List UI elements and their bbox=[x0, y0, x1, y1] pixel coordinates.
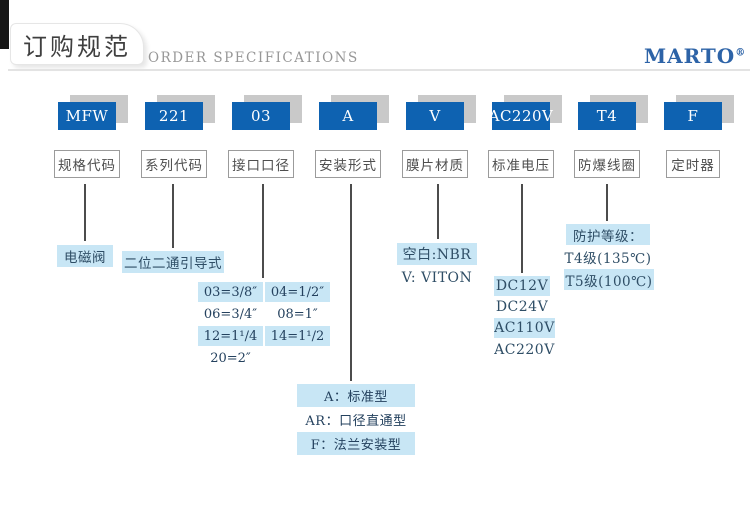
field-label-mount: 安装形式 bbox=[315, 150, 381, 178]
field-label-voltage: 标准电压 bbox=[488, 150, 554, 178]
field-label-spec: 规格代码 bbox=[54, 150, 120, 178]
header-divider bbox=[8, 69, 750, 71]
page-title: 订购规范 bbox=[23, 32, 131, 61]
mount-type-table: A：标准型 AR：口径直通型 F：法兰安装型 bbox=[297, 384, 415, 456]
port-size-cell: 12=1¹/4 bbox=[198, 326, 263, 346]
diaphragm-option-nbr: 空白:NBR bbox=[397, 243, 477, 265]
code-box-series: 221 bbox=[145, 102, 203, 130]
code-box-port: 03 bbox=[232, 102, 290, 130]
connector-line-coil bbox=[606, 184, 608, 221]
mount-type-row-flange: F：法兰安装型 bbox=[297, 432, 415, 455]
diaphragm-option-viton: V: VITON bbox=[401, 270, 473, 286]
voltage-option-dc12v: DC12V bbox=[494, 276, 550, 296]
option-series-two-way-pilot: 二位二通引导式 bbox=[122, 251, 224, 273]
brand-logo: MARTO® bbox=[644, 44, 746, 68]
port-size-cell: 20=2″ bbox=[210, 350, 251, 366]
connector-line-diaphragm bbox=[437, 184, 439, 239]
registered-mark: ® bbox=[735, 47, 747, 59]
coil-option-t4: T4级(135℃) bbox=[564, 250, 652, 267]
page-title-box: 订购规范 bbox=[10, 23, 144, 65]
port-size-cell: 03=3/8″ bbox=[198, 282, 263, 302]
voltage-option-ac220v: AC220V bbox=[494, 342, 555, 358]
brand-text: MARTO bbox=[644, 44, 736, 68]
code-box-coil: T4 bbox=[578, 102, 636, 130]
coil-protection-class-label: 防护等级： bbox=[566, 224, 650, 245]
code-box-voltage: AC220V bbox=[489, 102, 553, 130]
code-box-timer: F bbox=[664, 102, 722, 130]
connector-line-series bbox=[172, 184, 174, 248]
field-label-coil: 防爆线圈 bbox=[574, 150, 640, 178]
mount-type-row-straight: AR：口径直通型 bbox=[305, 414, 407, 429]
port-size-cell bbox=[265, 348, 330, 368]
code-box-mount: A bbox=[319, 102, 377, 130]
field-label-series: 系列代码 bbox=[141, 150, 207, 178]
field-label-port: 接口口径 bbox=[228, 150, 294, 178]
option-spec-solenoid-valve: 电磁阀 bbox=[57, 245, 113, 267]
header-accent-bar bbox=[0, 0, 9, 49]
port-size-cell: 08=1″ bbox=[277, 306, 318, 322]
code-box-diaphragm: V bbox=[406, 102, 464, 130]
voltage-option-dc24v: DC24V bbox=[495, 299, 549, 315]
connector-line-spec bbox=[84, 184, 86, 241]
page-subtitle: ORDER SPECIFICATIONS bbox=[148, 50, 359, 66]
connector-line-mount bbox=[350, 184, 352, 381]
field-label-timer: 定时器 bbox=[666, 150, 720, 178]
port-size-table: 03=3/8″ 04=1/2″ 06=3/4″ 08=1″ 12=1¹/4 14… bbox=[198, 282, 330, 368]
mount-type-row-standard: A：标准型 bbox=[297, 384, 415, 407]
port-size-cell: 04=1/2″ bbox=[265, 282, 330, 302]
connector-line-port bbox=[262, 184, 264, 278]
connector-line-voltage bbox=[521, 184, 523, 273]
port-size-cell: 14=1¹/2 bbox=[265, 326, 330, 346]
field-label-diaphragm: 膜片材质 bbox=[402, 150, 468, 178]
voltage-option-ac110v: AC110V bbox=[494, 318, 555, 338]
port-size-cell: 06=3/4″ bbox=[203, 306, 258, 322]
coil-option-t5: T5级(100℃) bbox=[564, 269, 654, 290]
code-box-spec: MFW bbox=[58, 102, 116, 130]
